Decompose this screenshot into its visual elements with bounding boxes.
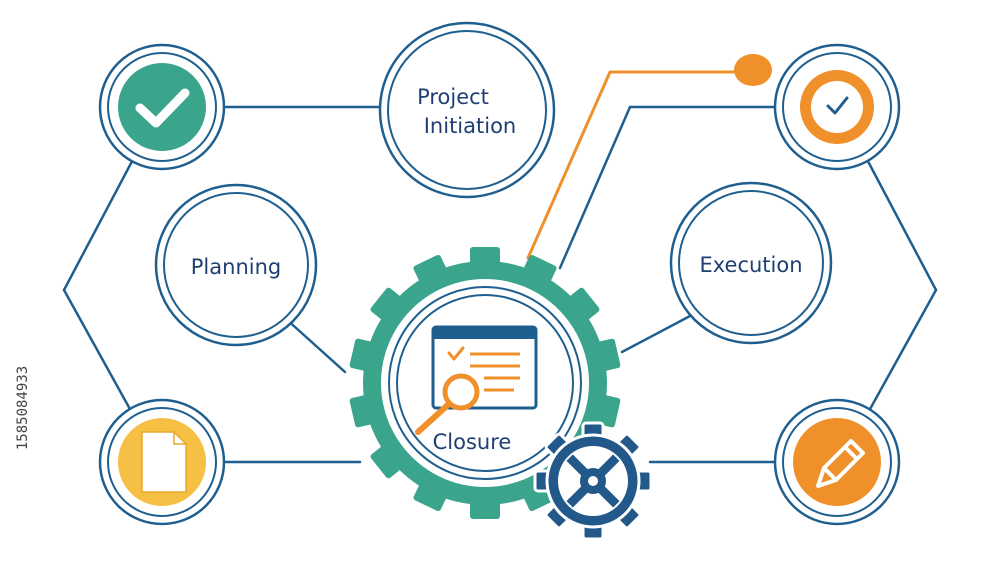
- node-planning: Planning: [154, 183, 318, 347]
- gear-tooth: [370, 287, 405, 323]
- node-project-initiation: Project Initiation: [378, 21, 556, 199]
- node-pencil: [773, 398, 901, 526]
- orange-connector: [526, 54, 772, 260]
- clock-check-icon: [800, 70, 874, 144]
- initiation-label-line2: Initiation: [424, 114, 517, 138]
- connector-lines: [62, 105, 938, 464]
- node-execution: Execution: [669, 181, 833, 345]
- watermark-id-text: 1585084933: [15, 366, 31, 450]
- report-magnifier-icon: [415, 325, 538, 435]
- closure-gear: Closure: [349, 247, 621, 519]
- connector-closure-to-top-right: [558, 105, 632, 270]
- connector-planning-to-closure: [283, 316, 347, 374]
- watermark-id: 1585084933: [15, 366, 31, 450]
- gear-tooth: [370, 443, 405, 479]
- node-check: [98, 43, 226, 171]
- pencil-icon: [816, 439, 865, 488]
- connector-left-vertex-to-document: [62, 288, 138, 422]
- orange-connector-dot: [734, 54, 772, 86]
- closure-label: Closure: [433, 430, 512, 454]
- check-icon: [135, 88, 190, 128]
- gear-icon: [533, 421, 653, 541]
- node-clock: [773, 43, 901, 171]
- node-document: [98, 398, 226, 526]
- planning-label: Planning: [191, 255, 281, 279]
- connector-right-vertex-to-pencil: [862, 288, 938, 422]
- connector-clock-to-right-vertex: [860, 148, 938, 292]
- connector-closure-to-execution: [620, 314, 692, 354]
- document-icon: [141, 431, 187, 493]
- connector-check-to-left-vertex: [62, 148, 140, 292]
- initiation-label-line1: Project: [417, 85, 489, 109]
- execution-label: Execution: [699, 253, 802, 277]
- gear-tooth: [565, 287, 600, 323]
